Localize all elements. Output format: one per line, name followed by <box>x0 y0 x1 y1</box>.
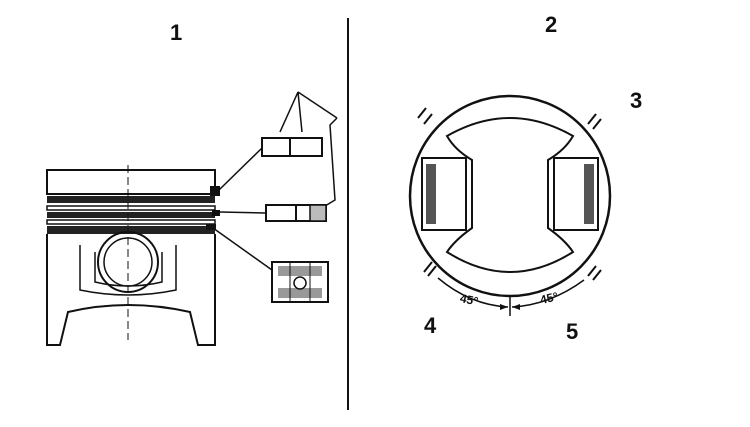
ring-detail-top <box>261 137 323 157</box>
angle-dimension <box>437 277 585 316</box>
ring-detail-middle <box>265 204 327 222</box>
ring-detail-oil <box>271 261 329 303</box>
angle-label-right: 45° <box>539 289 560 307</box>
callout-5-label: 5 <box>566 319 578 344</box>
panel-2-label: 2 <box>545 12 557 37</box>
piston-top-view <box>408 94 612 298</box>
callout-3-label: 3 <box>630 88 642 113</box>
angle-label-left: 45° <box>459 291 480 309</box>
piston-side-view <box>46 165 220 346</box>
ring-leader-lines <box>212 91 338 271</box>
panel-1-label: 1 <box>170 20 182 45</box>
callout-4-label: 4 <box>424 313 437 338</box>
